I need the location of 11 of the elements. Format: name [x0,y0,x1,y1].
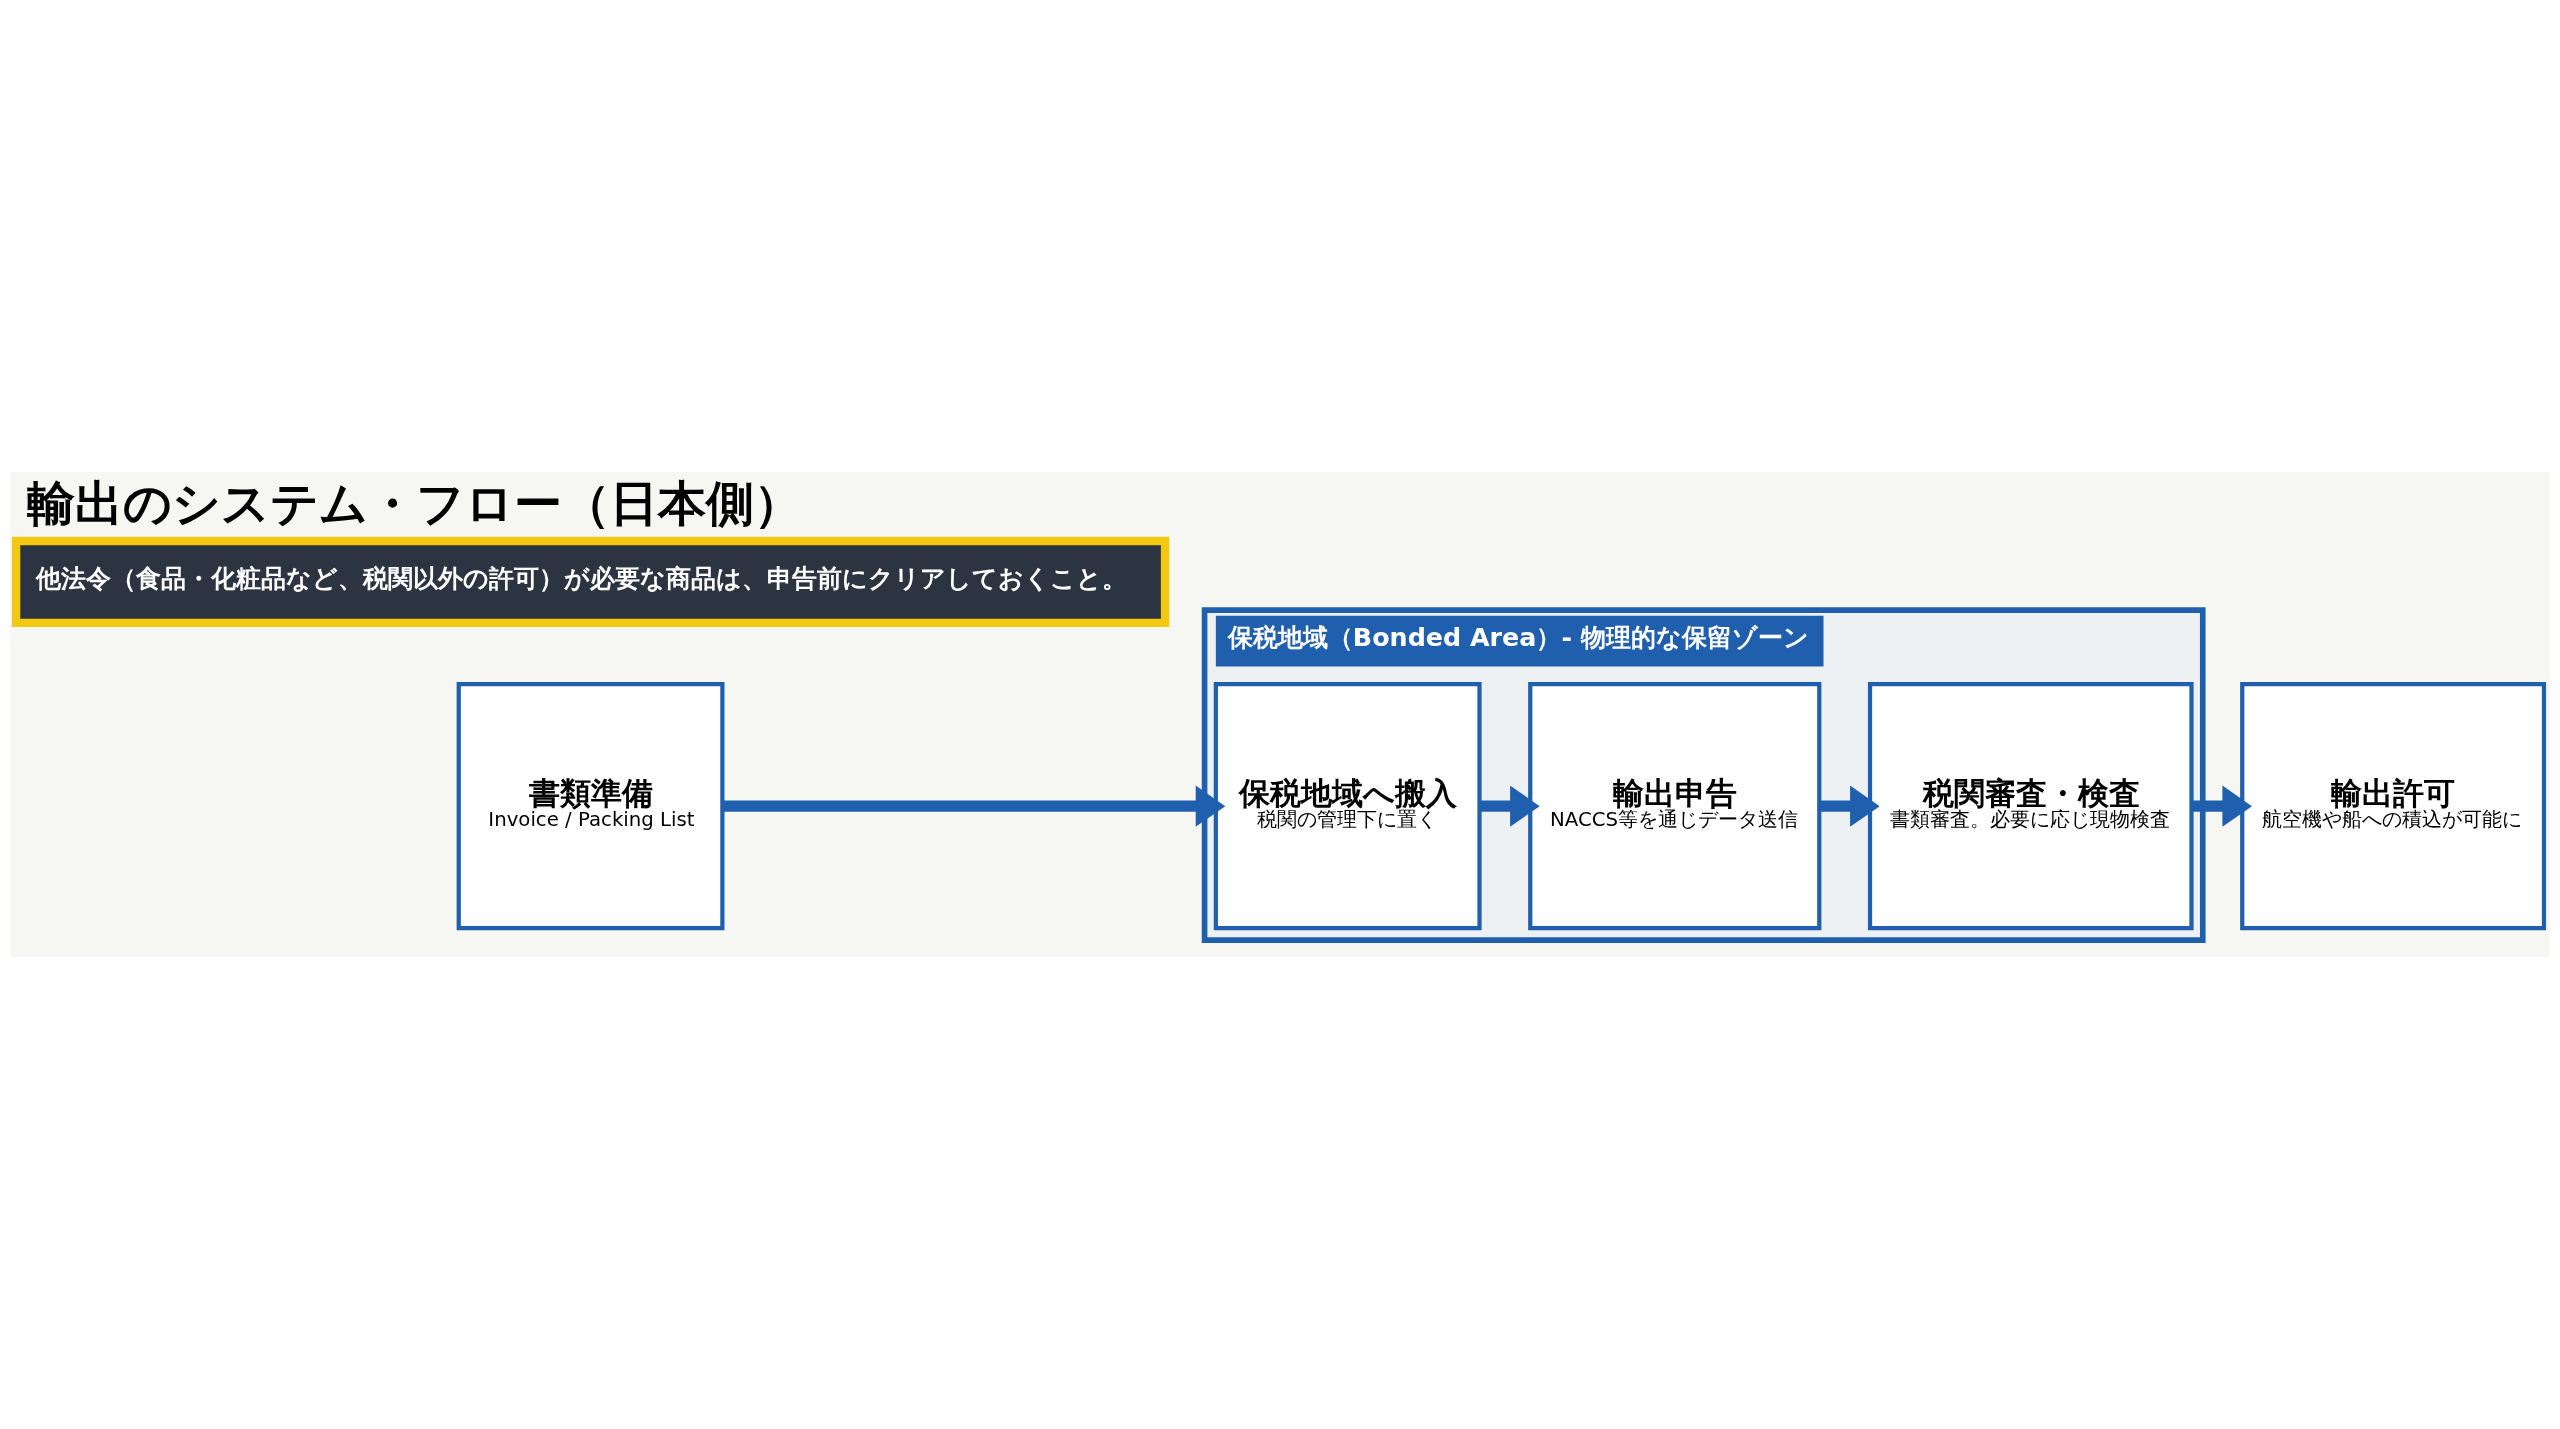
node-box: 輸出申告 NACCS等を通じデータ送信 [1528,682,1822,931]
arrow [722,785,1226,827]
node-box: 書類準備 Invoice / Packing List [456,682,725,931]
node-box: 保税地域へ搬入 税関の管理下に置く [1213,682,1482,931]
node-box: 他法令（食品・化粧品など、税関以外の許可）が必要な商品は、申告前にクリアしておくこと。 [11,536,1170,628]
node-box: 輸出許可 航空機や船への積込が可能に [2240,682,2547,931]
arrow [2191,785,2252,827]
node-box: 税関審査・検査 書類審査。必要に応じ現物検査 [1867,682,2194,931]
arrow [1479,785,1540,827]
arrow [1819,785,1880,827]
diagram-title: 輸出のシステム・フロー（日本側） [27,476,803,532]
